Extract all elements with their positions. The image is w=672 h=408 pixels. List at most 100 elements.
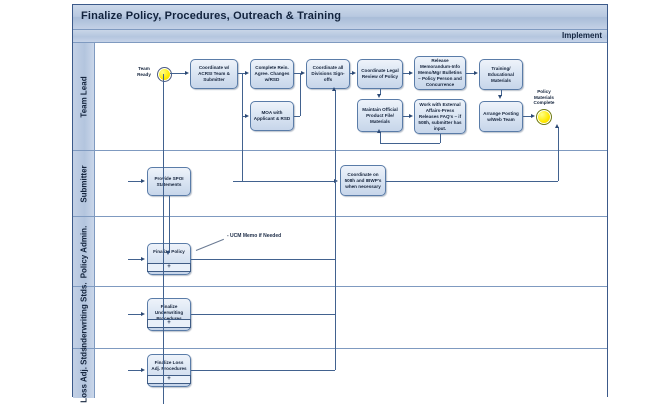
connector: [403, 116, 410, 117]
arrowhead: [409, 70, 413, 75]
task-label: Provide SPOI Statements: [154, 175, 184, 187]
swimlane-body-underwriting-stds: Finalize Underwriting Procedures +: [95, 287, 607, 348]
connector: [294, 73, 302, 74]
connector: [300, 73, 301, 116]
task-maintain-product-file[interactable]: Maintain Official Product File/ Material…: [357, 99, 403, 132]
arrowhead: [141, 367, 145, 372]
annotation-leader-line: [195, 238, 225, 251]
phase-bar: Implement: [73, 30, 607, 43]
task-provide-spoi-statements[interactable]: Provide SPOI Statements: [147, 167, 191, 196]
connector: [128, 370, 142, 371]
arrowhead: [498, 95, 503, 99]
arrowhead: [141, 178, 145, 183]
arrowhead: [352, 70, 356, 75]
task-training-educational-materials[interactable]: Training/ Educational Materials: [479, 59, 523, 90]
task-label: Finalize Loss Adj. Procedures: [151, 360, 187, 371]
connector: [242, 73, 243, 116]
connector: [466, 73, 475, 74]
start-event-label: Team Ready: [137, 66, 151, 77]
diagram-title-bar: Finalize Policy, Procedures, Outreach & …: [73, 5, 607, 30]
swimlane-body-policy-admin: Finalize Policy + - UCM Memo if Needed: [95, 217, 607, 286]
arrowhead: [531, 113, 535, 118]
task-external-affairs-press[interactable]: Work with External Affairs-Press Release…: [414, 99, 466, 134]
task-arrange-posting-web-team[interactable]: Arrange Posting w/Web Team: [479, 101, 523, 132]
arrowhead: [409, 113, 413, 118]
task-moa-applicant-rsd[interactable]: MOA with Applicant & RSD: [250, 101, 294, 131]
task-label: MOA with Applicant & RSD: [253, 110, 291, 121]
task-label: Release Memorandum-Info Memo/Mgr Bulleti…: [418, 58, 462, 87]
arrowhead: [377, 129, 382, 133]
subprocess-marker: +: [147, 263, 191, 272]
arrowhead: [141, 311, 145, 316]
arrowhead: [474, 70, 478, 75]
swimlane-header-submitter: Submitter: [73, 151, 95, 216]
task-finalize-loss-adj-procedures[interactable]: Finalize Loss Adj. Procedures +: [147, 354, 191, 387]
start-event-team-ready[interactable]: [157, 67, 172, 82]
task-label: Coordinate w/ ACRSI Team & Submitter: [198, 65, 230, 82]
swimlane-header-underwriting-stds: Underwriting Stds.: [73, 282, 95, 353]
task-coordinate-acrsi[interactable]: Coordinate w/ ACRSI Team & Submitter: [190, 59, 238, 89]
connector: [170, 73, 186, 74]
task-finalize-policy[interactable]: Finalize Policy +: [147, 243, 191, 275]
connector: [380, 132, 381, 143]
connector: [191, 370, 335, 371]
end-event-label: Policy Materials Complete: [533, 89, 555, 106]
arrowhead: [141, 256, 145, 261]
task-label: Coordinate Legal Review of Policy: [361, 68, 399, 79]
arrowhead: [334, 178, 338, 183]
arrowhead: [301, 70, 305, 75]
connector: [128, 314, 142, 315]
connector: [128, 181, 142, 182]
swimlane-submitter: Submitter Provide SPOI Statements Coordi…: [73, 151, 607, 217]
task-coordinate-legal-review[interactable]: Coordinate Legal Review of Policy: [357, 59, 403, 89]
connector: [242, 116, 246, 117]
arrowhead: [245, 113, 249, 118]
swimlane-team-lead: Team Lead Team Ready Coordinate w/ ACRSI…: [73, 43, 607, 151]
task-label: Complete Rein. Agree. Changes w/RSD: [254, 65, 290, 82]
arrowhead: [185, 70, 189, 75]
swimlane-label-underwriting-stds: Underwriting Stds.: [79, 281, 88, 354]
swimlane-body-team-lead: Team Ready Coordinate w/ ACRSI Team & Su…: [95, 43, 607, 150]
task-label: Finalize Policy: [153, 249, 185, 254]
connector: [191, 314, 335, 315]
task-finalize-underwriting-procedures[interactable]: Finalize Underwriting Procedures +: [147, 298, 191, 331]
swimlane-body-loss-adj-stds: Finalize Loss Adj. Procedures +: [95, 349, 607, 398]
task-label: Training/ Educational Materials: [487, 65, 515, 83]
end-event-policy-materials-complete[interactable]: [536, 109, 552, 125]
task-coordinate-division-signoffs[interactable]: Coordinate all Divisions Sign-offs: [306, 59, 350, 89]
task-label: Maintain Official Product File/ Material…: [362, 106, 398, 124]
swimlane-underwriting-stds: Underwriting Stds. Finalize Underwriting…: [73, 282, 607, 353]
process-diagram: Finalize Policy, Procedures, Outreach & …: [72, 4, 608, 404]
swimlane-header-team-lead: Team Lead: [73, 43, 95, 150]
phase-label-implement: Implement: [561, 31, 602, 40]
task-label: Finalize Underwriting Procedures: [154, 304, 184, 321]
connector: [440, 134, 441, 143]
task-complete-rein-agree[interactable]: Complete Rein. Agree. Changes w/RSD: [250, 59, 294, 89]
swimlane-loss-adj-stds: Loss Adj. Stds. Finalize Loss Adj. Proce…: [73, 345, 607, 402]
swimlane-policy-admin: Policy Admin. Finalize Policy + - UCM Me…: [73, 217, 607, 287]
annotation-ucm-memo: - UCM Memo if Needed: [227, 233, 282, 239]
swimlane-body-submitter: Provide SPOI Statements Coordinate on 50…: [95, 151, 607, 216]
connector: [294, 116, 300, 117]
task-coordinate-508h-ibwp[interactable]: Coordinate on 508h and IBWP's when neces…: [340, 165, 386, 196]
subprocess-marker: +: [147, 375, 191, 384]
task-release-memorandum[interactable]: Release Memorandum-Info Memo/Mgr Bulleti…: [414, 56, 466, 90]
swimlane-label-team-lead: Team Lead: [79, 75, 88, 118]
connector: [380, 143, 440, 144]
connector: [403, 73, 410, 74]
subprocess-marker: +: [147, 319, 191, 328]
task-label: Coordinate on 508h and IBWP's when neces…: [344, 171, 382, 189]
diagram-title: Finalize Policy, Procedures, Outreach & …: [81, 10, 342, 22]
swimlane-header-loss-adj-stds: Loss Adj. Stds.: [73, 345, 95, 402]
connector: [380, 89, 381, 95]
swimlane-label-policy-admin: Policy Admin.: [79, 225, 88, 278]
task-label: Work with External Affairs-Press Release…: [418, 101, 462, 131]
swimlane-label-loss-adj-stds: Loss Adj. Stds.: [79, 344, 88, 403]
swimlane-header-policy-admin: Policy Admin.: [73, 217, 95, 286]
connector: [128, 259, 142, 260]
connector: [191, 259, 335, 260]
swimlane-label-submitter: Submitter: [79, 164, 88, 203]
connector: [523, 116, 532, 117]
task-label: Coordinate all Divisions Sign-offs: [311, 65, 345, 82]
